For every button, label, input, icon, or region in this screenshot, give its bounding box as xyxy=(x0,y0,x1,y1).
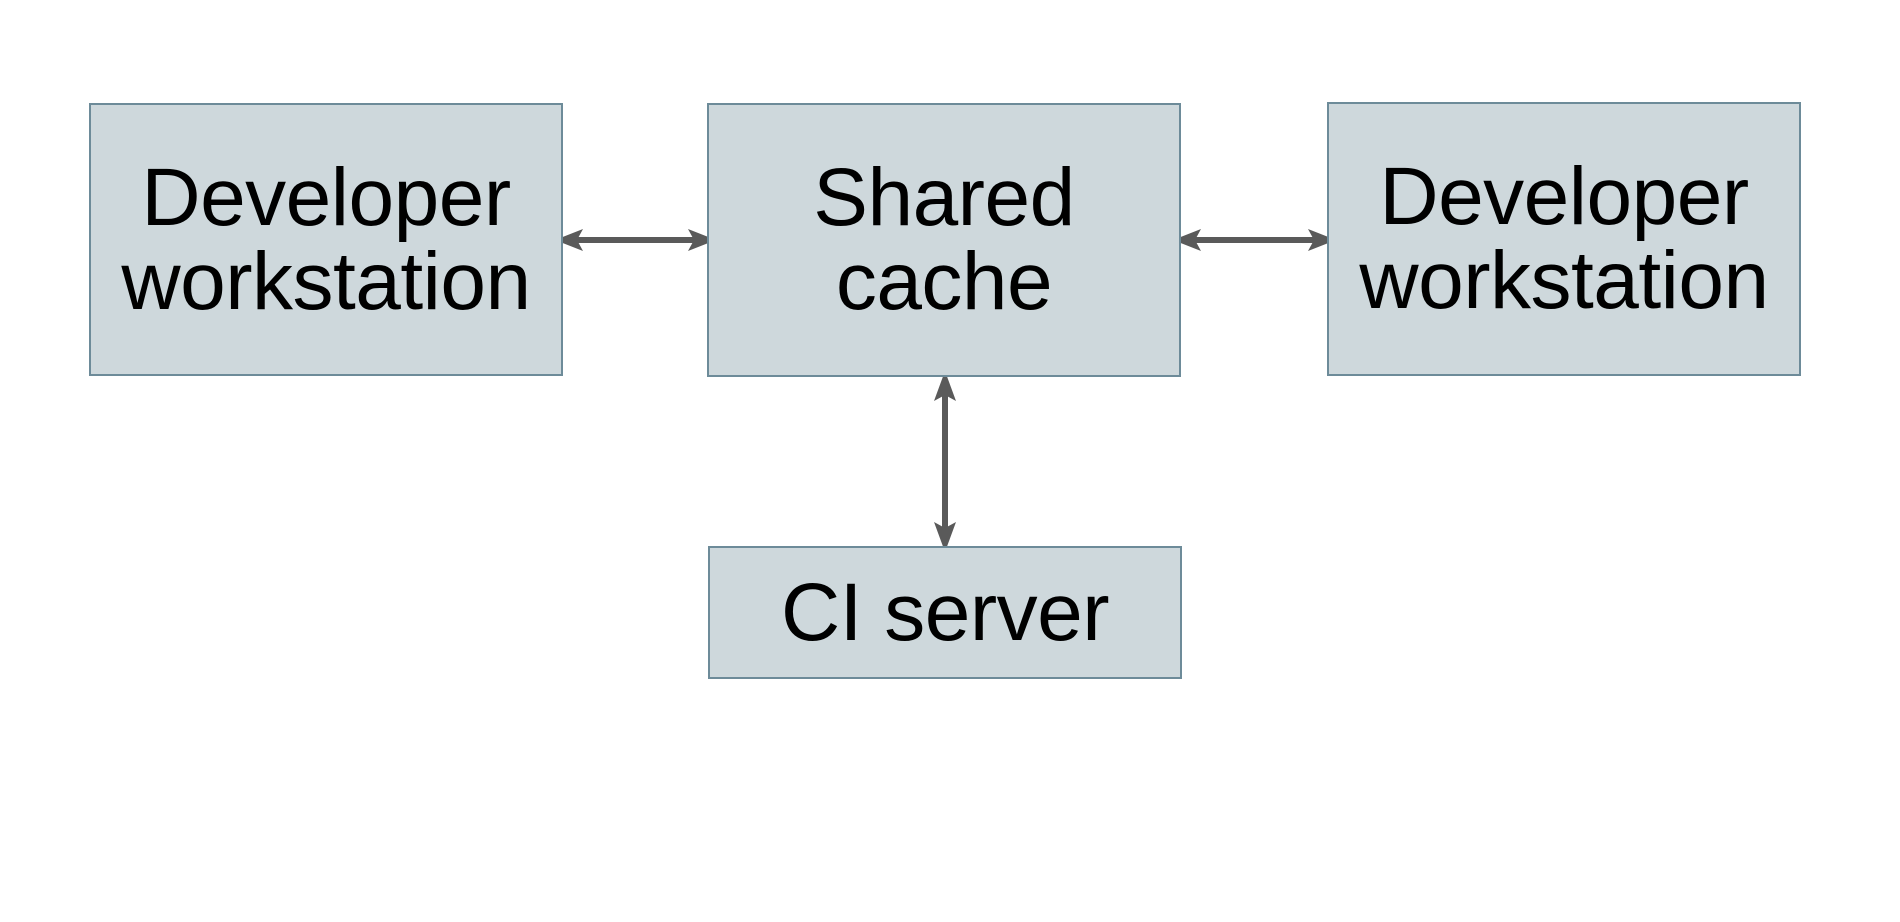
node-developer-workstation-right[interactable]: Developer workstation xyxy=(1327,102,1801,376)
node-label: CI server xyxy=(780,566,1110,658)
node-ci-server[interactable]: CI server xyxy=(708,546,1182,679)
edge-dev-left-to-cache xyxy=(555,229,716,251)
node-label: Developer workstation xyxy=(121,151,531,327)
node-shared-cache[interactable]: Shared cache xyxy=(707,103,1181,377)
node-developer-workstation-left[interactable]: Developer workstation xyxy=(89,103,563,376)
node-label: Developer workstation xyxy=(1359,151,1769,326)
node-label: Shared cache xyxy=(813,152,1075,327)
edge-cache-to-ci xyxy=(934,371,956,552)
edge-cache-to-dev-right xyxy=(1173,229,1336,251)
